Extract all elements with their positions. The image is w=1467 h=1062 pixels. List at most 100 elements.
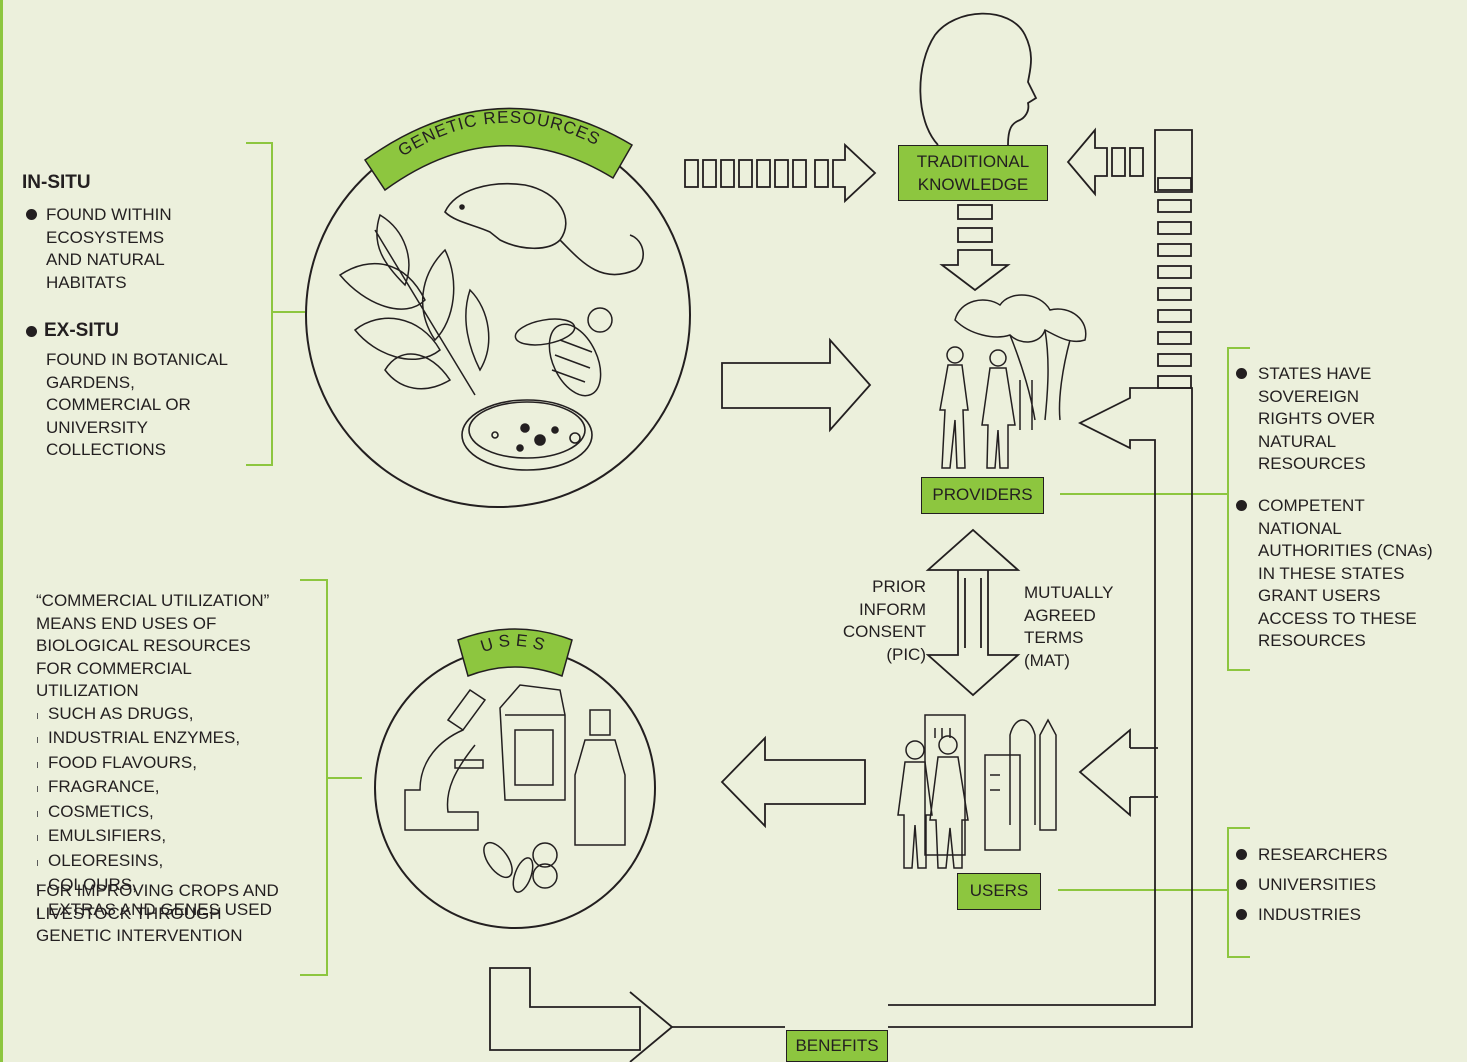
pills-icon [483, 841, 558, 893]
ex-situ-line: COMMERCIAL OR [46, 395, 191, 414]
list-marker-icon: ı [36, 881, 40, 893]
providers-note-line: NATIONAL [1258, 518, 1342, 538]
mat-line: TERMS [1024, 628, 1084, 647]
commercial-intro-line: “COMMERCIAL UTILIZATION” [36, 591, 270, 610]
users-to-uses-arrow [720, 735, 866, 829]
commercial-item-text: OLEORESINS, [48, 850, 164, 870]
in-situ-description: FOUND WITHIN ECOSYSTEMS AND NATURAL HABI… [46, 204, 172, 294]
in-situ-title: IN-SITU [22, 172, 91, 193]
commercial-item: ı EMULSIFIERS, [36, 825, 272, 850]
commercial-item-text: COLOURS, [48, 875, 137, 894]
providers-label: PROVIDERS [932, 485, 1033, 504]
return-to-tk-arrow [1066, 127, 1193, 389]
users-bracket [1058, 827, 1250, 958]
commercial-item: ı COSMETICS, [36, 801, 272, 826]
genetic-resources-banner: GENETIC RESOURCES [363, 108, 634, 192]
providers-box: PROVIDERS [921, 477, 1044, 514]
in-situ-bracket [246, 142, 305, 466]
commercial-intro-line: UTILIZATION [36, 681, 139, 700]
list-marker-icon: ı [36, 856, 40, 869]
mat-line: AGREED [1024, 605, 1096, 625]
traditional-knowledge-box: TRADITIONAL KNOWLEDGE [898, 145, 1048, 201]
commercial-outro-line: LIVESTOCK THROUGH [36, 903, 222, 923]
list-marker-icon: ı [36, 734, 40, 746]
genetic-resources-circle [305, 122, 691, 508]
commercial-intro-line: FOR COMMERCIAL [36, 658, 192, 678]
traditional-knowledge-line1: TRADITIONAL [916, 152, 1030, 171]
users-box: USERS [957, 873, 1041, 910]
pic-label: PRIOR INFORM CONSENT (PIC) [820, 576, 926, 666]
list-marker-icon: ı [36, 709, 40, 722]
commercial-item-text: COSMETICS, [48, 801, 154, 821]
benefits-label: BENEFITS [795, 1036, 879, 1055]
mat-line: MUTUALLY [1024, 583, 1114, 602]
commercial-item-text: EXTRAS AND GENES USED [48, 899, 272, 919]
commercial-item-text: INDUSTRIAL ENZYMES, [48, 728, 241, 747]
providers-note-line: SOVEREIGN [1258, 386, 1360, 406]
providers-note-line: RESOURCES [1258, 454, 1366, 473]
spray-bottle-icon [574, 709, 626, 846]
carton-icon [499, 684, 566, 801]
providers-note-line: COMPETENT [1258, 496, 1365, 515]
commercial-bracket [300, 579, 362, 976]
trees-icon [954, 294, 1087, 430]
ex-situ-title: EX-SITU [44, 320, 119, 341]
pic-line: INFORM [858, 599, 926, 619]
commercial-item-text: SUCH AS DRUGS, [48, 703, 194, 723]
commercial-outro-line: FOR IMPROVING CROPS AND [36, 881, 279, 900]
providers-note-line: ACCESS TO THESE [1258, 608, 1417, 628]
pic-line: CONSENT [842, 622, 926, 641]
commercial-item: ı SUCH AS DRUGS, [36, 703, 272, 728]
tk-to-providers-arrow [939, 204, 1011, 292]
commercial-item: ı EXTRAS AND GENES USED [36, 899, 272, 924]
list-marker-icon: ı [36, 905, 40, 918]
people-icon [939, 346, 1016, 469]
commercial-item-text: EMULSIFIERS, [48, 826, 167, 845]
commercial-outro-line: GENETIC INTERVENTION [36, 926, 243, 945]
list-marker-icon: ı [36, 758, 40, 771]
in-situ-line: FOUND WITHIN [46, 205, 172, 224]
users-label: USERS [969, 881, 1029, 900]
in-situ-line: ECOSYSTEMS [46, 227, 165, 247]
users-people-icon [897, 735, 969, 869]
ex-situ-line: UNIVERSITY [46, 417, 149, 437]
list-marker-icon: ı [36, 783, 40, 795]
commercial-utilization-text: “COMMERCIAL UTILIZATION” MEANS END USES … [36, 590, 272, 923]
pic-line: (PIC) [886, 644, 926, 664]
mouse-icon [444, 182, 644, 276]
microscope-icon [404, 688, 487, 831]
commercial-item: ı OLEORESINS, [36, 850, 272, 875]
ex-situ-line: GARDENS, [46, 372, 135, 392]
commercial-item: ı FRAGRANCE, [36, 776, 272, 801]
providers-note-line: STATES HAVE [1258, 364, 1372, 383]
in-situ-line: HABITATS [46, 272, 127, 292]
city-icon [924, 714, 1057, 856]
users-note-researchers: RESEARCHERS [1258, 845, 1388, 864]
benefits-box: BENEFITS [786, 1030, 888, 1062]
list-marker-icon: ı [36, 807, 40, 820]
providers-note-line: IN THESE STATES [1258, 563, 1405, 583]
pic-mat-double-arrow [925, 528, 1021, 697]
providers-note-2: COMPETENT NATIONAL AUTHORITIES (CNAs) IN… [1258, 495, 1433, 653]
ex-situ-bullet [26, 326, 37, 337]
commercial-item: ı INDUSTRIAL ENZYMES, [36, 727, 272, 752]
in-situ-line: AND NATURAL [46, 250, 165, 269]
commercial-item: ı COLOURS, [36, 874, 272, 899]
users-note-bullet [1236, 909, 1247, 920]
commercial-item-text: FRAGRANCE, [48, 777, 160, 796]
in-situ-bullet [26, 209, 37, 220]
gr-to-tk-arrow [684, 142, 877, 204]
benefits-flow-arrow [489, 387, 1193, 1062]
commercial-intro-line: MEANS END USES OF [36, 613, 217, 633]
traditional-knowledge-line2: KNOWLEDGE [917, 175, 1029, 194]
bee-icon [514, 307, 613, 397]
providers-note-line: NATURAL [1258, 431, 1337, 451]
providers-note-line: GRANT USERS [1258, 586, 1381, 605]
providers-note-1: STATES HAVE SOVEREIGN RIGHTS OVER NATURA… [1258, 363, 1375, 476]
users-note-bullet [1236, 879, 1247, 890]
list-marker-icon: ı [36, 832, 40, 844]
leaf-icon [338, 213, 490, 396]
